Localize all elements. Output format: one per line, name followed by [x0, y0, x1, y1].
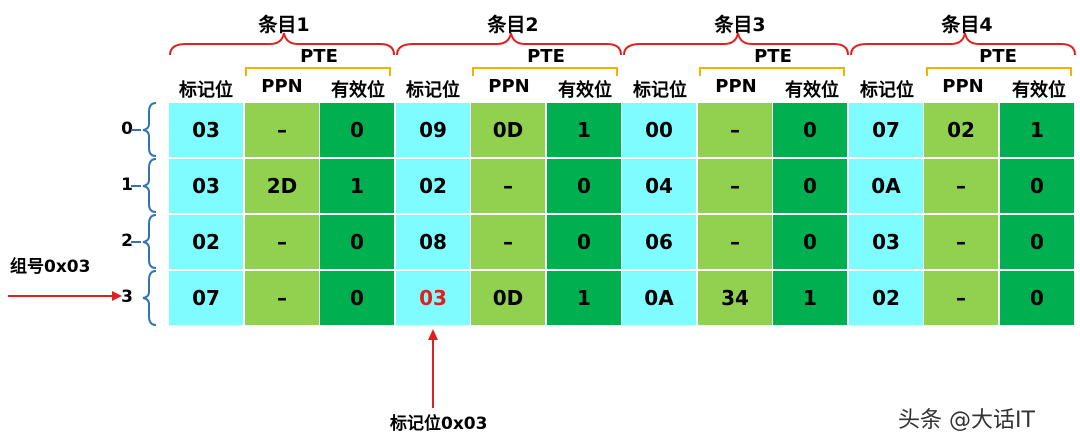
cell-valid-r0-e1: 0: [320, 103, 394, 157]
row-ticks: [131, 129, 141, 243]
cell-tag-r2-e3: 06: [622, 215, 696, 269]
cell-valid-r2-e1: 0: [320, 215, 394, 269]
cell-ppn-r3-e1: –: [245, 271, 319, 325]
pte-label-2: PTE: [527, 46, 565, 67]
col-header-ppn-2: PPN: [488, 76, 530, 97]
cell-ppn-r1-e3: –: [698, 159, 772, 213]
col-header-ppn-3: PPN: [715, 76, 757, 97]
cell-valid-r3-e3: 1: [773, 271, 847, 325]
cell-ppn-r0-e4: 02: [924, 103, 998, 157]
cell-tag-r2-e1: 02: [169, 215, 243, 269]
cell-tag-r0-e4: 07: [849, 103, 923, 157]
cell-valid-r2-e3: 0: [773, 215, 847, 269]
cell-tag-r1-e3: 04: [622, 159, 696, 213]
entry-brace-1: [169, 32, 395, 56]
pte-label-4: PTE: [979, 46, 1017, 67]
entry-title-2: 条目2: [487, 14, 539, 36]
cell-tag-r1-e2: 02: [396, 159, 470, 213]
row-brace-1: [142, 158, 157, 213]
col-header-tag-3: 标记位: [633, 80, 687, 101]
row-brace-2: [142, 214, 157, 269]
col-header-tag-4: 标记位: [860, 80, 914, 101]
row-label-3: 3: [121, 287, 133, 307]
col-header-valid-4: 有效位: [1012, 80, 1066, 101]
cell-valid-r3-e4: 0: [1000, 271, 1074, 325]
cell-ppn-r2-e1: –: [245, 215, 319, 269]
col-header-tag-2: 标记位: [406, 80, 460, 101]
cell-valid-r2-e4: 0: [1000, 215, 1074, 269]
cell-ppn-r0-e1: –: [245, 103, 319, 157]
col-header-valid-2: 有效位: [558, 80, 612, 101]
row-brace-3: [142, 270, 157, 326]
cell-valid-r3-e1: 0: [320, 271, 394, 325]
row-brace-0: [142, 102, 157, 157]
watermark: 头条 @大话IT: [898, 408, 1035, 433]
col-header-ppn-1: PPN: [261, 76, 303, 97]
pte-bracket-3: [699, 67, 845, 76]
col-header-valid-3: 有效位: [785, 80, 839, 101]
cell-valid-r3-e2: 1: [547, 271, 621, 325]
cell-tag-r0-e1: 03: [169, 103, 243, 157]
row-label-1: 1: [121, 175, 133, 195]
cell-ppn-r3-e4: –: [924, 271, 998, 325]
col-header-valid-1: 有效位: [331, 80, 385, 101]
entry-brace-2: [396, 32, 622, 56]
pte-bracket-4: [926, 67, 1072, 76]
cell-valid-r2-e2: 0: [547, 215, 621, 269]
cell-tag-r3-e4: 02: [849, 271, 923, 325]
col-header-ppn-4: PPN: [942, 76, 984, 97]
entry-title-3: 条目3: [714, 14, 766, 36]
cell-tag-r1-e1: 03: [169, 159, 243, 213]
cell-ppn-r1-e2: –: [471, 159, 545, 213]
pte-label-3: PTE: [754, 46, 792, 67]
pte-bracket-1: [245, 67, 391, 76]
cell-valid-r1-e1: 1: [320, 159, 394, 213]
cell-tag-r0-e3: 00: [622, 103, 696, 157]
cell-ppn-r0-e3: –: [698, 103, 772, 157]
cell-tag-r2-e2: 08: [396, 215, 470, 269]
set-index-annotation: 组号0x03: [10, 257, 91, 277]
cell-ppn-r2-e3: –: [698, 215, 772, 269]
entry-brace-3: [623, 32, 849, 56]
row-label-0: 0: [121, 119, 133, 139]
tag-arrow-head: [428, 329, 438, 340]
cell-ppn-r3-e3: 34: [698, 271, 772, 325]
pte-label-1: PTE: [300, 46, 338, 67]
cell-ppn-r2-e4: –: [924, 215, 998, 269]
col-header-tag-1: 标记位: [179, 80, 233, 101]
cell-valid-r1-e3: 0: [773, 159, 847, 213]
cell-valid-r1-e4: 0: [1000, 159, 1074, 213]
cell-valid-r1-e2: 0: [547, 159, 621, 213]
cell-ppn-r3-e2: 0D: [471, 271, 545, 325]
cell-tag-r3-e3: 0A: [622, 271, 696, 325]
entry-title-1: 条目1: [258, 14, 310, 36]
cell-tag-r3-e2: 03: [396, 271, 470, 325]
entry-title-4: 条目4: [941, 14, 993, 36]
entry-brace-4: [850, 32, 1076, 56]
cell-tag-r2-e4: 03: [849, 215, 923, 269]
set-arrow-head: [112, 291, 122, 301]
cell-valid-r0-e2: 1: [547, 103, 621, 157]
cell-ppn-r0-e2: 0D: [471, 103, 545, 157]
cell-tag-r1-e4: 0A: [849, 159, 923, 213]
pte-bracket-2: [472, 67, 618, 76]
cell-tag-r0-e2: 09: [396, 103, 470, 157]
cell-valid-r0-e4: 1: [1000, 103, 1074, 157]
cell-tag-r3-e1: 07: [169, 271, 243, 325]
cell-valid-r0-e3: 0: [773, 103, 847, 157]
cell-ppn-r1-e1: 2D: [245, 159, 319, 213]
cell-ppn-r1-e4: –: [924, 159, 998, 213]
tag-annotation: 标记位0x03: [390, 414, 488, 434]
cell-ppn-r2-e2: –: [471, 215, 545, 269]
row-label-2: 2: [121, 231, 133, 251]
